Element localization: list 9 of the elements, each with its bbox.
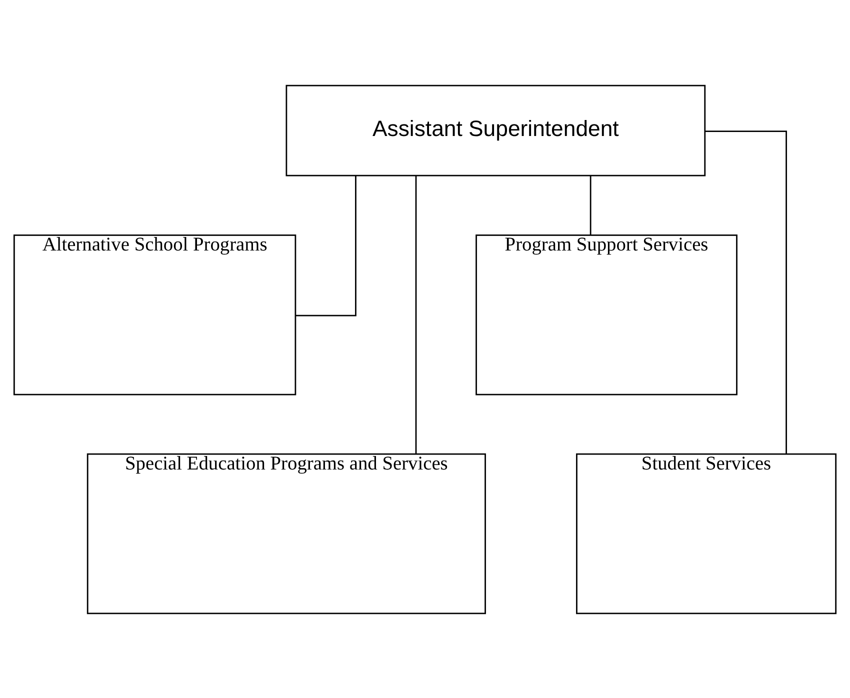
connector — [415, 175, 417, 454]
connector — [296, 175, 356, 316]
node-box: Assistant Superintendent — [286, 84, 706, 176]
connector — [590, 175, 592, 235]
node-box: Alternative School Programs — [13, 234, 296, 395]
node-box: Student Services — [576, 452, 837, 614]
node-box: Program Support Services — [476, 234, 738, 395]
connector — [704, 130, 787, 454]
node-box: Special Education Programs and Services — [86, 452, 486, 614]
